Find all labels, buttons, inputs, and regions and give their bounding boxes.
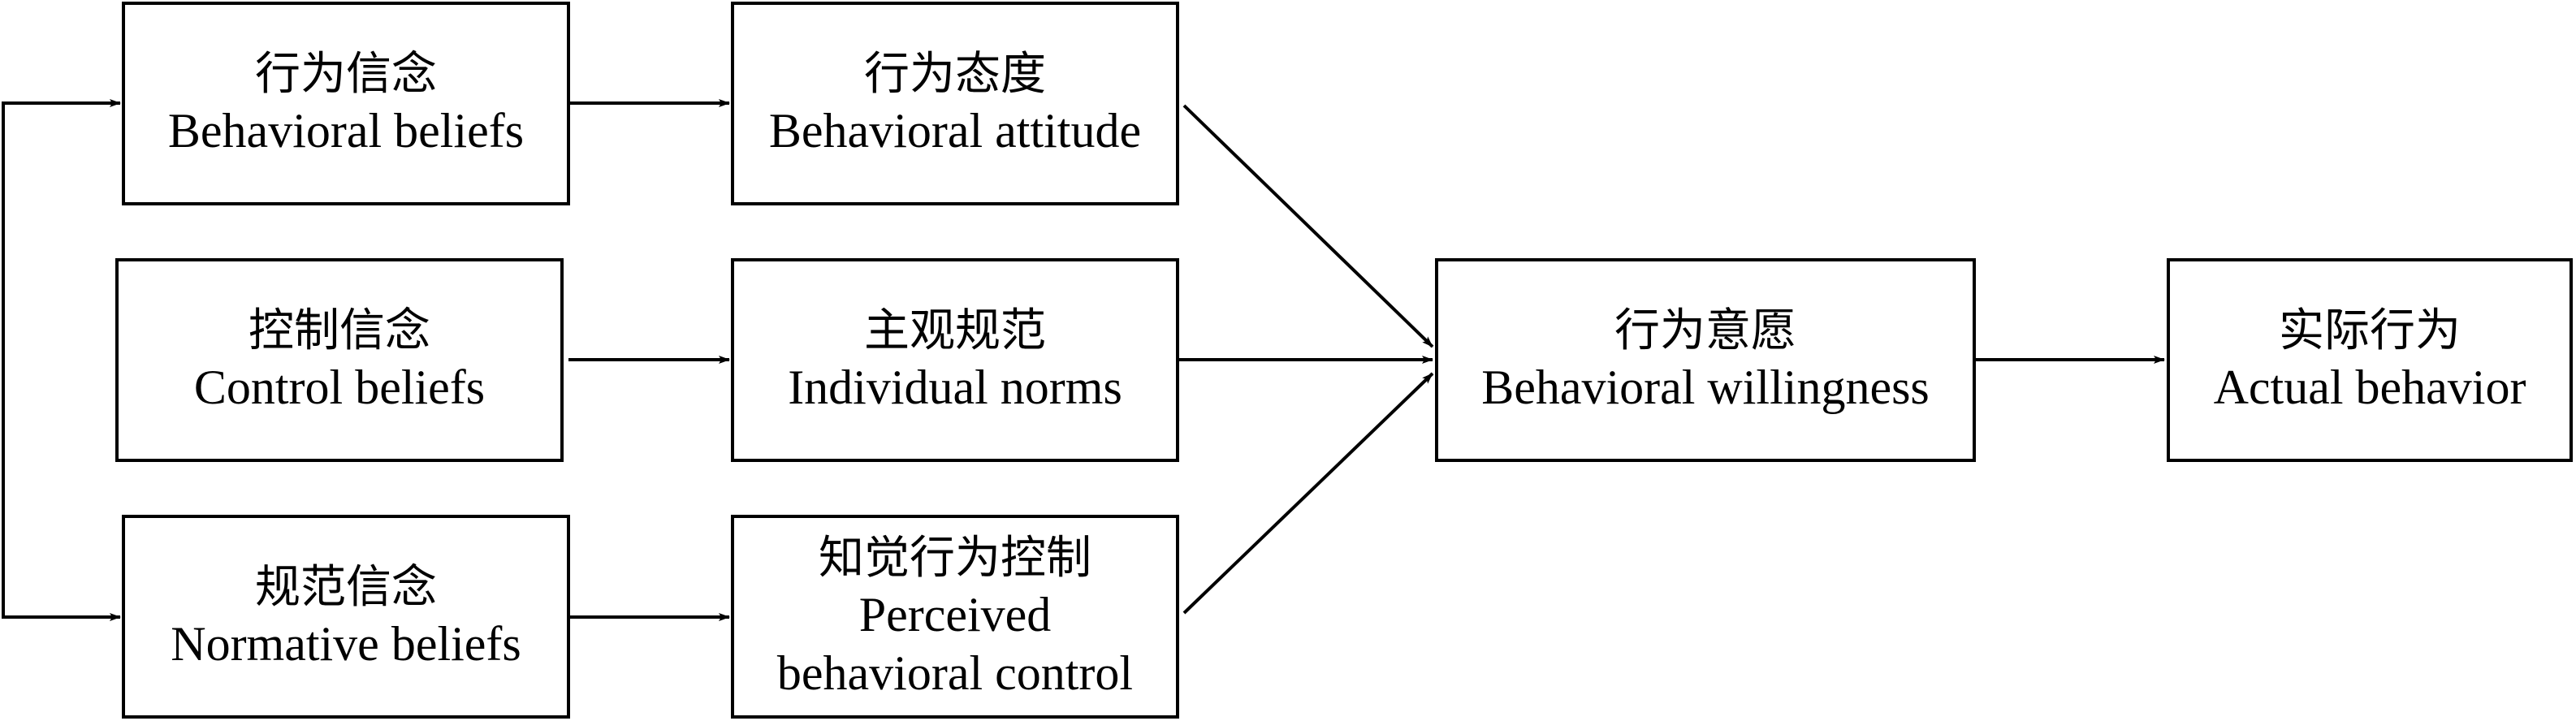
- node-label-en: Behavioral attitude: [768, 104, 1142, 158]
- node-label-en: Normative beliefs: [171, 617, 521, 671]
- node-label-zh: 主观规范: [864, 304, 1046, 357]
- node-actual-behavior: 实际行为 Actual behavior: [2167, 258, 2573, 462]
- node-label-en: Individual norms: [788, 360, 1122, 415]
- node-label-zh: 行为信念: [255, 47, 437, 101]
- node-label-en-line1: Perceived: [858, 588, 1052, 642]
- node-label-zh: 规范信念: [255, 560, 437, 614]
- node-label-zh: 行为态度: [864, 47, 1046, 101]
- node-label-en: Behavioral beliefs: [167, 104, 525, 158]
- node-label-en-line2: behavioral control: [776, 646, 1134, 701]
- node-label-en: Behavioral willingness: [1481, 360, 1930, 415]
- arrow-attitude-to-willingness: [1182, 104, 1434, 348]
- arrow-perceived-control-to-willingness: [1182, 372, 1434, 615]
- node-control-beliefs: 控制信念 Control beliefs: [115, 258, 564, 462]
- node-label-zh: 控制信念: [249, 304, 430, 357]
- node-label-en: Actual behavior: [2213, 360, 2526, 415]
- node-label-zh: 知觉行为控制: [819, 531, 1091, 585]
- node-behavioral-willingness: 行为意愿 Behavioral willingness: [1435, 258, 1976, 462]
- node-label-zh: 行为意愿: [1614, 304, 1796, 357]
- node-individual-norms: 主观规范 Individual norms: [731, 258, 1179, 462]
- node-normative-beliefs: 规范信念 Normative beliefs: [122, 515, 570, 719]
- node-label-en: Control beliefs: [193, 360, 486, 415]
- node-perceived-behavioral-control: 知觉行为控制 Perceived behavioral control: [731, 515, 1179, 719]
- node-label-zh: 实际行为: [2279, 304, 2461, 357]
- node-behavioral-attitude: 行为态度 Behavioral attitude: [731, 2, 1179, 205]
- node-behavioral-beliefs: 行为信念 Behavioral beliefs: [122, 2, 570, 205]
